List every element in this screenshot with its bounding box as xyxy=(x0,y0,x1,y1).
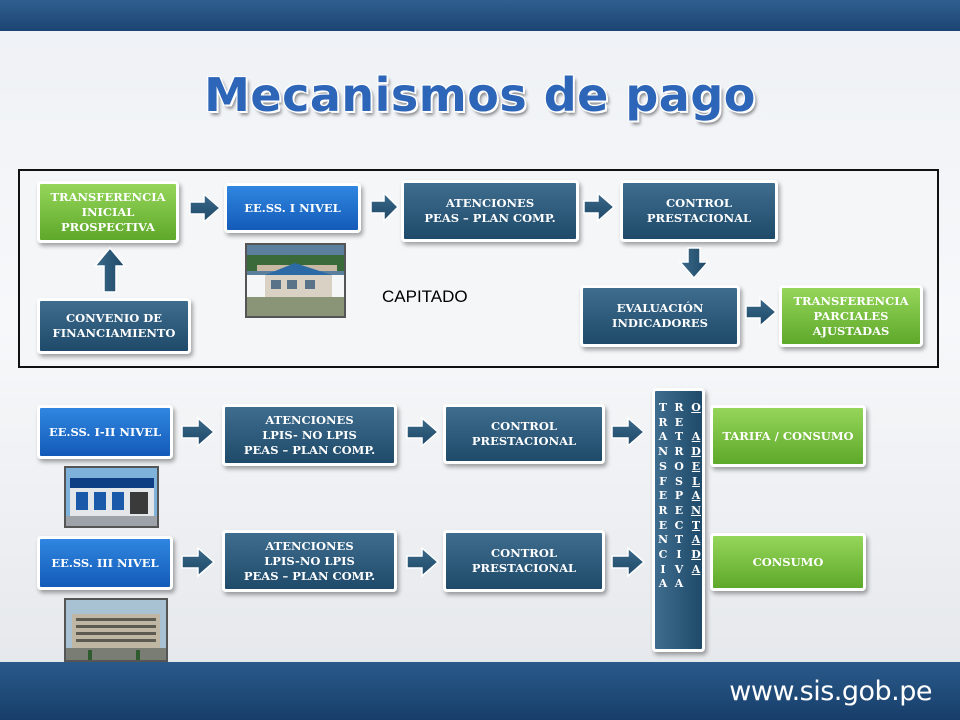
atenciones-row1-box: ATENCIONES LPIS- NO LPIS PEAS – PLAN COM… xyxy=(222,404,397,466)
eess-iii-nivel-box: EE.SS. III NIVEL xyxy=(37,536,173,590)
arrow-row2-2 xyxy=(406,546,440,578)
arrow-row2-3 xyxy=(611,546,646,578)
website-url[interactable]: www.sis.gob.pe xyxy=(729,676,932,707)
control-capitado-box: CONTROL PRESTACIONAL xyxy=(620,180,778,242)
capitado-label: CAPITADO xyxy=(382,287,468,306)
eess-i-nivel-box: EE.SS. I NIVEL xyxy=(224,183,361,233)
vertical-text-adelantada: O A D E L A N T A D A xyxy=(690,401,702,576)
arrow-row2-1 xyxy=(181,546,216,578)
transferencia-ajustadas-box: TRANSFERENCIA PARCIALES AJUSTADAS xyxy=(779,285,923,347)
vertical-text-transferencia: T R A N S F E R E N C I A xyxy=(657,401,669,591)
top-bar xyxy=(0,0,960,31)
transferencia-retrospectiva-adelantada-box: T R A N S F E R E N C I A R E T R O S P … xyxy=(652,388,705,652)
health-post-photo xyxy=(245,243,346,318)
eess-i-ii-nivel-box: EE.SS. I-II NIVEL xyxy=(37,405,173,459)
health-post-image xyxy=(247,245,344,316)
evaluacion-indicadores-box: EVALUACIÓN INDICADORES xyxy=(580,285,740,347)
convenio-financiamiento-box: CONVENIO DE FINANCIAMIENTO xyxy=(37,298,191,354)
arrow-row1-1 xyxy=(181,416,216,448)
vertical-text-retrospectiva: R E T R O S P E C T I V A xyxy=(674,401,684,591)
atenciones-capitado-box: ATENCIONES PEAS – PLAN COMP. xyxy=(401,180,579,242)
arrow-row1-2 xyxy=(406,416,440,448)
control-row2-box: CONTROL PRESTACIONAL xyxy=(443,530,605,592)
control-row1-box: CONTROL PRESTACIONAL xyxy=(443,404,605,464)
transferencia-inicial-box: TRANSFERENCIA INICIAL PROSPECTIVA xyxy=(37,181,179,243)
hospital-iii-photo xyxy=(64,598,168,662)
consumo-box: CONSUMO xyxy=(710,533,866,591)
tarifa-consumo-box: TARIFA / CONSUMO xyxy=(710,405,866,467)
hospital-san-jose-photo xyxy=(64,466,159,528)
page-title: Mecanismos de pago xyxy=(204,68,756,122)
large-hospital-image xyxy=(66,600,166,660)
atenciones-row2-box: ATENCIONES LPIS-NO LPIS PEAS – PLAN COMP… xyxy=(222,530,397,592)
bottom-bar xyxy=(0,662,960,720)
hospital-image xyxy=(66,468,157,526)
arrow-row1-3 xyxy=(611,416,646,448)
